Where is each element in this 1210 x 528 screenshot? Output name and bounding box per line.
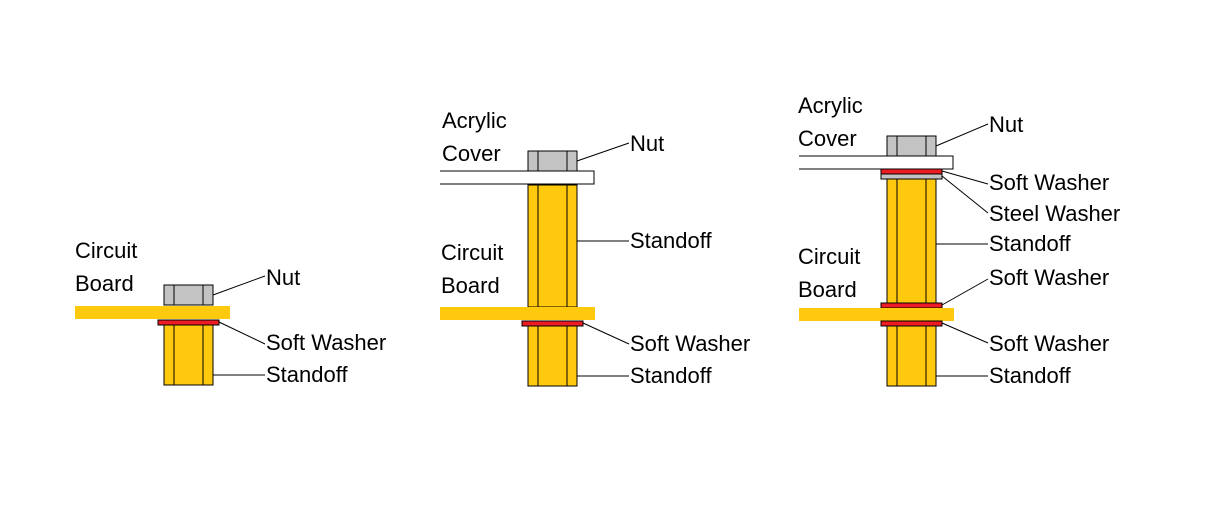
cover-label-line1: Acrylic xyxy=(798,93,863,118)
standoff-body xyxy=(163,324,214,386)
callout-nut: Nut xyxy=(989,112,1023,137)
standoff-lower xyxy=(886,325,937,387)
soft-washer xyxy=(157,319,220,326)
callout-nut: Nut xyxy=(266,265,300,290)
acrylic-cover xyxy=(799,155,954,170)
callout-steel-washer: Steel Washer xyxy=(989,201,1120,226)
circuit-board xyxy=(799,308,954,321)
soft-washer-below-board xyxy=(880,320,943,327)
soft-washer-top xyxy=(880,168,943,175)
circuit-board xyxy=(75,306,230,319)
cover-label-line1: Acrylic xyxy=(442,108,507,133)
callout-soft-washer: Soft Washer xyxy=(266,330,386,355)
callout-line-soft-washer xyxy=(218,321,266,345)
callout-line-steel-washer xyxy=(941,175,989,214)
callout-standoff-upper: Standoff xyxy=(630,228,712,253)
diagram-board-and-cover: Acrylic Cover Circuit Board Nut Standoff… xyxy=(440,108,750,388)
cover-label-line2: Cover xyxy=(798,126,857,151)
circuit-board xyxy=(440,307,595,320)
standoff-lower xyxy=(163,324,214,386)
callout-nut: Nut xyxy=(630,131,664,156)
callout-standoff-upper: Standoff xyxy=(989,231,1071,256)
callout-soft-washer-below: Soft Washer xyxy=(989,331,1109,356)
board-label-line1: Circuit xyxy=(75,238,137,263)
board-label-line1: Circuit xyxy=(441,240,503,265)
callout-soft-washer-top: Soft Washer xyxy=(989,170,1109,195)
steel-washer xyxy=(880,173,943,180)
acrylic-cover xyxy=(440,170,595,185)
callout-soft-washer: Soft Washer xyxy=(630,331,750,356)
nut xyxy=(527,150,578,172)
diagram-board-only: Circuit Board Nut Soft Washer Standoff xyxy=(75,238,386,387)
standoff-upper xyxy=(527,184,578,308)
soft-washer xyxy=(521,320,584,327)
board-label-line1: Circuit xyxy=(798,244,860,269)
callout-line-soft-washer-above xyxy=(941,278,989,306)
board-label-line2: Board xyxy=(441,273,500,298)
nut xyxy=(163,284,214,306)
board-label-line2: Board xyxy=(75,271,134,296)
callout-standoff-lower: Standoff xyxy=(630,363,712,388)
callout-soft-washer-above: Soft Washer xyxy=(989,265,1109,290)
callout-line-nut xyxy=(935,123,989,147)
callout-standoff: Standoff xyxy=(266,362,348,387)
callout-standoff-lower: Standoff xyxy=(989,363,1071,388)
nut xyxy=(886,135,937,157)
callout-line-nut xyxy=(576,142,630,162)
standoff-lower xyxy=(527,325,578,387)
cover-label-line2: Cover xyxy=(442,141,501,166)
callout-line-soft-washer-below xyxy=(941,322,989,344)
board-label-line2: Board xyxy=(798,277,857,302)
callout-line-soft-washer-top xyxy=(941,170,989,185)
diagram-board-cover-washers: Acrylic Cover Circuit Board Nut Soft Was… xyxy=(798,93,1120,388)
soft-washer-above-board xyxy=(880,302,943,309)
callout-line-soft-washer xyxy=(582,322,630,345)
callout-line-nut xyxy=(212,275,266,296)
standoff-upper xyxy=(886,178,937,304)
